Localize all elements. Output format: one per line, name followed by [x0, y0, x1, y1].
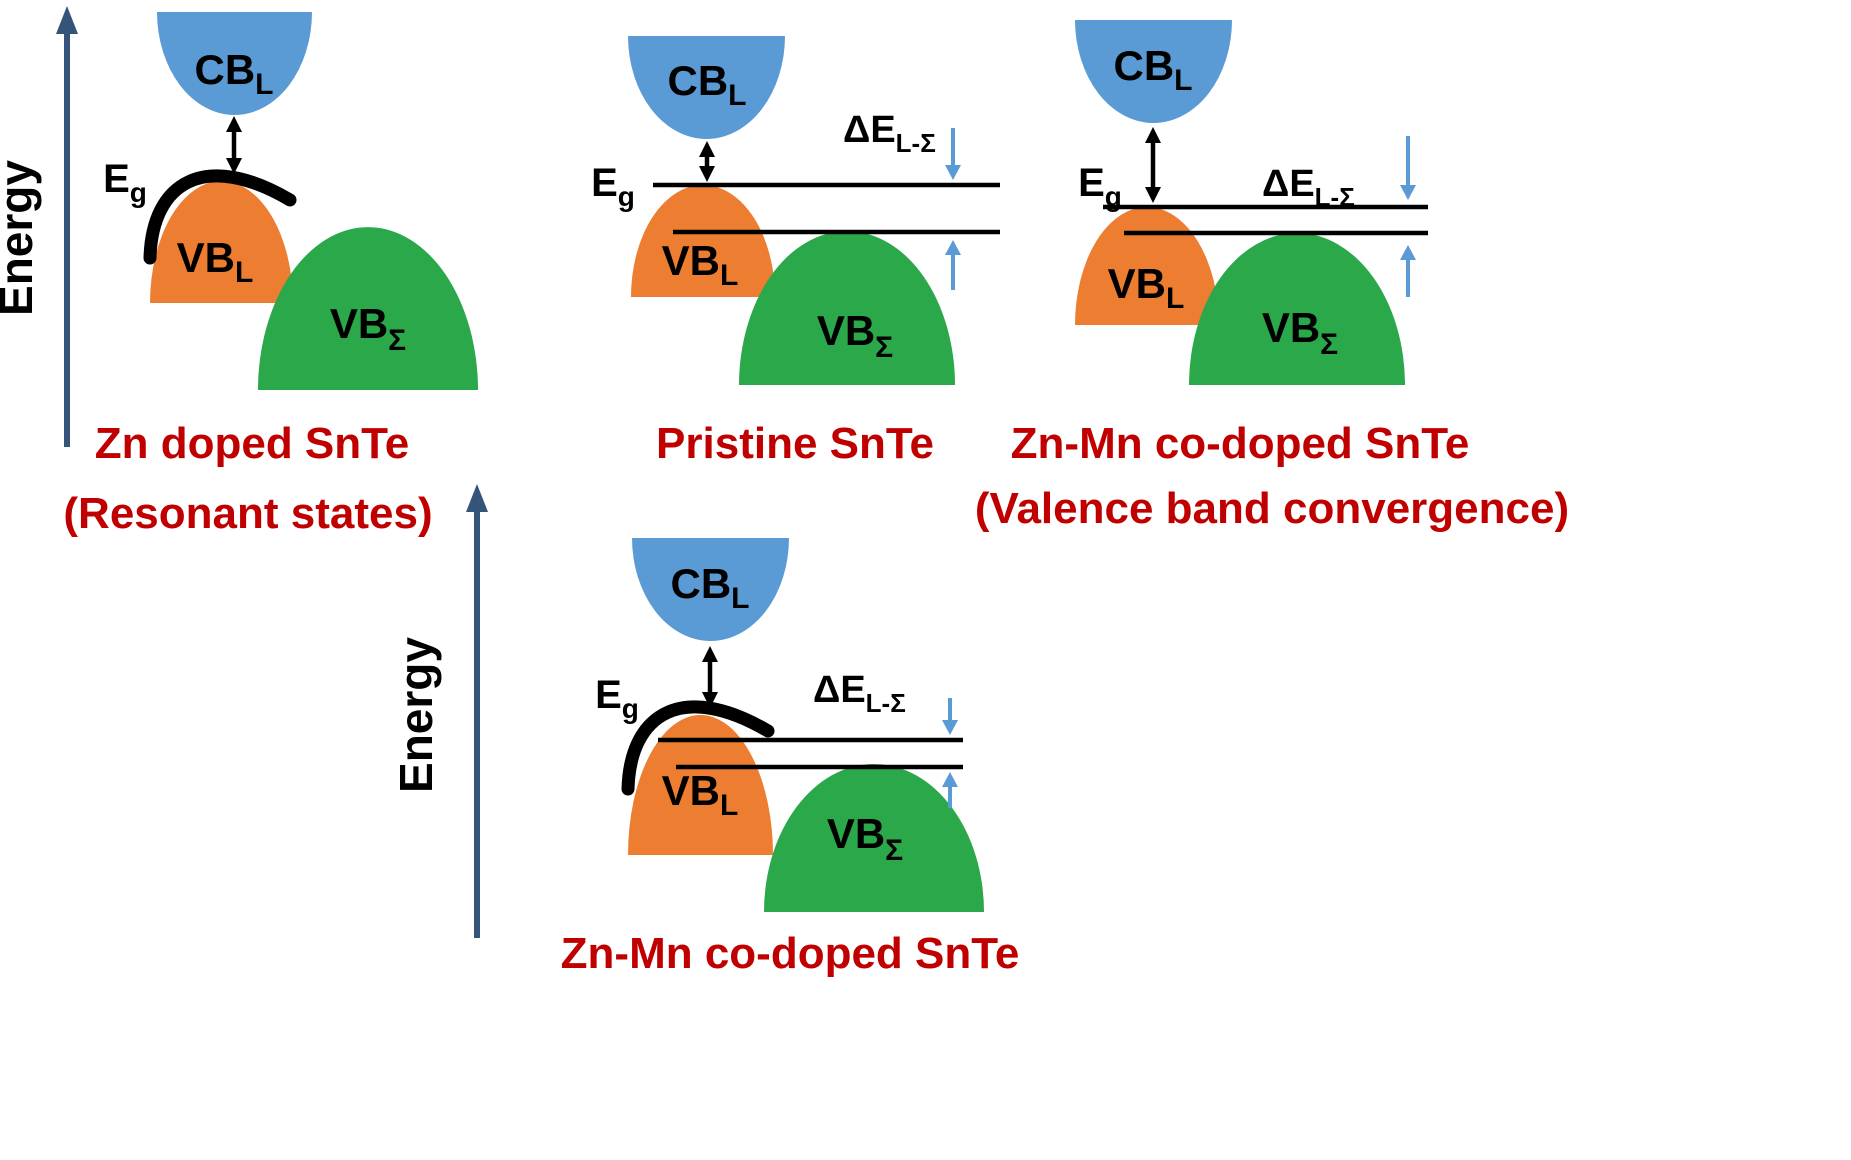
resonant-states-crescent	[143, 169, 297, 265]
cb-label: CBL	[1114, 42, 1193, 97]
delta-down-arrow-head	[945, 165, 961, 180]
delta-up-arrow	[942, 772, 958, 808]
vbl-band-shape	[631, 185, 775, 297]
eg-arrow-head-down	[699, 166, 715, 182]
delta-down-arrow	[942, 698, 958, 735]
eg-arrow-head-up	[1145, 127, 1161, 143]
vbs-label: VBΣ	[330, 300, 406, 357]
resonant-states-crescent	[621, 700, 775, 796]
vbs-label: VBΣ	[817, 307, 893, 364]
cb-band-shape	[628, 36, 785, 139]
panel-pristine: CBL Eg VBL VBΣ ΔEL-Σ Pristine SnTe	[591, 36, 1000, 468]
vbs-label: VBΣ	[1262, 304, 1338, 361]
delta-up-arrow-head	[945, 240, 961, 255]
delta-label: ΔEL-Σ	[1262, 163, 1355, 212]
eg-double-arrow	[1145, 127, 1161, 203]
cb-band-shape	[157, 12, 312, 116]
cb-label: CBL	[668, 57, 747, 112]
caption-line1: Zn-Mn co-doped SnTe	[561, 929, 1020, 978]
vbl-band-shape	[150, 181, 293, 303]
energy-axis-arrowhead	[56, 6, 78, 34]
caption-line1: Zn-Mn co-doped SnTe	[1011, 419, 1470, 468]
vbs-label: VBΣ	[827, 810, 903, 867]
eg-double-arrow	[226, 116, 242, 174]
energy-axis-label: Energy	[0, 160, 42, 316]
caption-line2: (Valence band convergence)	[975, 484, 1569, 533]
vbs-band-shape	[258, 227, 478, 390]
eg-arrow-head-down	[226, 158, 242, 174]
caption-line1: Zn doped SnTe	[95, 419, 410, 468]
delta-up-arrow-head	[942, 772, 958, 787]
eg-arrow-head-up	[702, 646, 718, 662]
delta-label: ΔEL-Σ	[843, 109, 936, 158]
energy-axis-label: Energy	[390, 637, 442, 793]
delta-down-arrow-head	[1400, 185, 1416, 200]
vbl-band-shape	[628, 715, 773, 855]
vbl-label: VBL	[177, 234, 254, 289]
energy-axis-top: Energy	[0, 6, 78, 447]
vbs-band-shape	[764, 764, 984, 912]
delta-label: ΔEL-Σ	[813, 669, 906, 718]
eg-label: Eg	[1078, 161, 1122, 212]
vbl-band-shape	[1075, 207, 1219, 325]
cb-label: CBL	[671, 560, 750, 615]
vbl-label: VBL	[1108, 260, 1185, 315]
vbl-label: VBL	[662, 767, 739, 822]
eg-arrow-head-up	[699, 141, 715, 157]
caption-line2: (Resonant states)	[63, 489, 432, 538]
panel-zn-doped: CBL Eg VBL VBΣ Zn doped SnTe (Resonant s…	[63, 12, 478, 538]
energy-axis-arrowhead	[466, 484, 488, 512]
energy-axis-bottom: Energy	[390, 484, 488, 938]
eg-label: Eg	[595, 673, 639, 724]
delta-down-arrow	[1400, 136, 1416, 200]
cb-band-shape	[632, 538, 789, 641]
eg-arrow-head-down	[702, 692, 718, 708]
panel-znmn-codoped-right: CBL Eg VBL VBΣ ΔEL-Σ Zn-Mn co-doped SnTe…	[975, 20, 1569, 533]
delta-down-arrow-head	[942, 720, 958, 735]
cb-band-shape	[1075, 20, 1232, 123]
vbs-band-shape	[1189, 233, 1405, 385]
vbs-band-shape	[739, 231, 955, 385]
delta-up-arrow-head	[1400, 245, 1416, 260]
delta-up-arrow	[1400, 245, 1416, 297]
eg-arrow-head-up	[226, 116, 242, 132]
delta-down-arrow	[945, 128, 961, 180]
eg-double-arrow	[702, 646, 718, 708]
caption-line1: Pristine SnTe	[656, 419, 934, 468]
eg-arrow-head-down	[1145, 187, 1161, 203]
eg-label: Eg	[103, 157, 147, 208]
vbl-label: VBL	[662, 237, 739, 292]
cb-label: CBL	[195, 46, 274, 101]
eg-double-arrow	[699, 141, 715, 182]
panel-znmn-codoped-bottom: CBL Eg VBL VBΣ ΔEL-Σ Zn-Mn co-doped SnTe	[561, 538, 1020, 978]
eg-label: Eg	[591, 161, 635, 212]
delta-up-arrow	[945, 240, 961, 290]
